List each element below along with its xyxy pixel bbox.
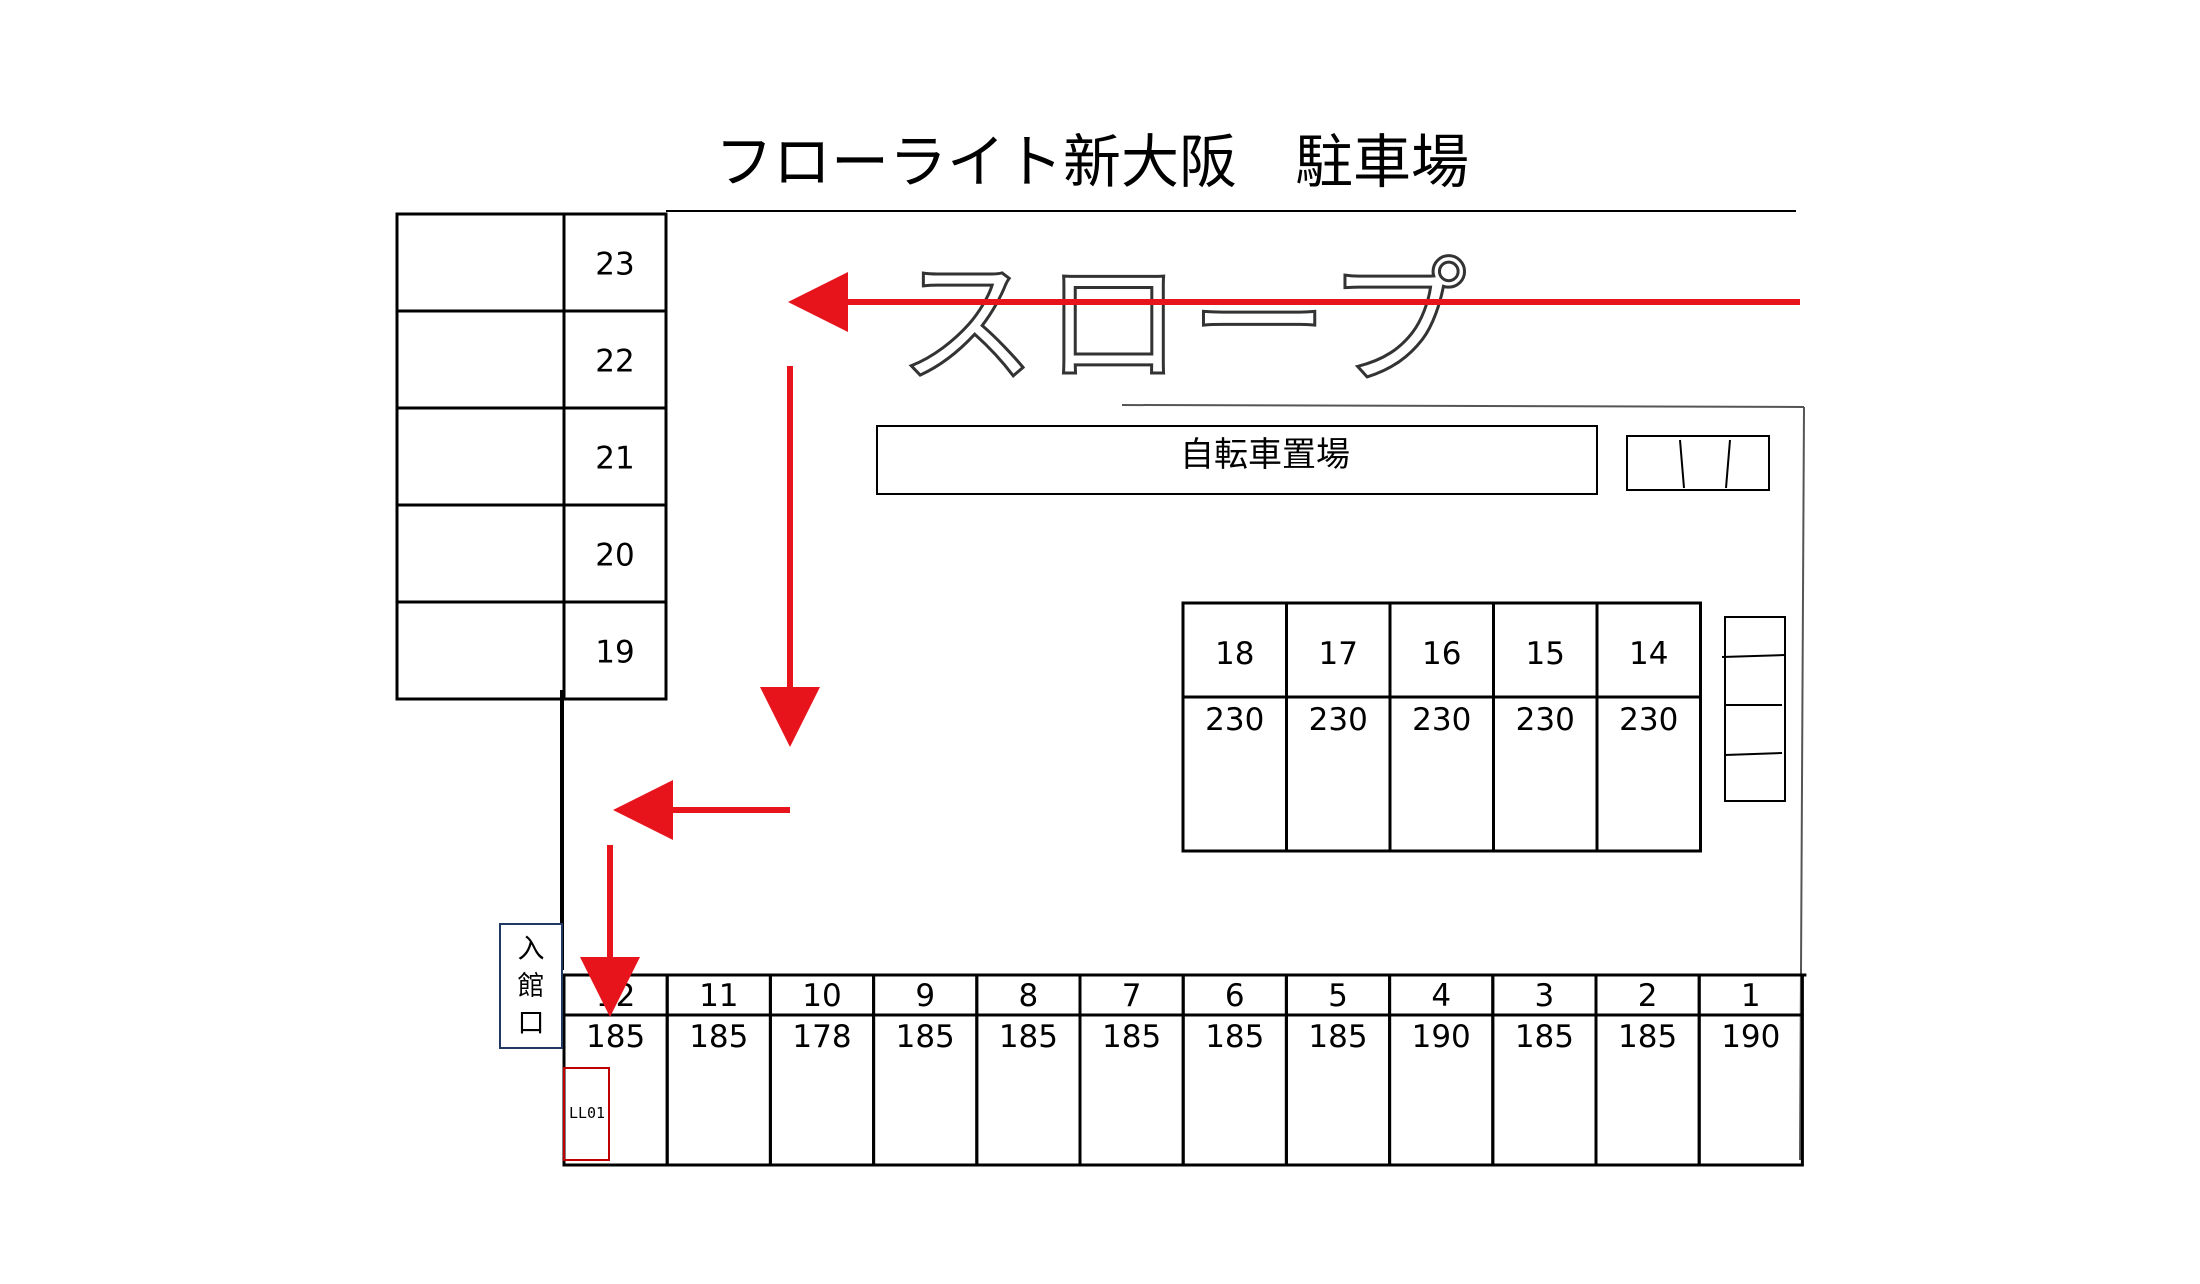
space-number: 6	[1225, 978, 1245, 1014]
space-number: 9	[915, 978, 935, 1014]
entrance-label-3: 口	[518, 1008, 545, 1039]
space-number: 15	[1526, 636, 1565, 672]
space-number: 8	[1019, 978, 1039, 1014]
space-number: 3	[1535, 978, 1555, 1014]
space-number: 18	[1215, 636, 1254, 672]
space-height: 230	[1619, 702, 1678, 738]
reserved-space-marker	[563, 1067, 610, 1161]
left-space-19	[562, 600, 668, 701]
space-number: 5	[1328, 978, 1348, 1014]
space-number: 16	[1422, 636, 1461, 672]
space-height: 230	[1309, 702, 1368, 738]
space-height: 185	[1102, 1019, 1161, 1055]
space-height: 185	[1205, 1019, 1264, 1055]
space-number: 20	[595, 538, 634, 574]
small-equipment-box	[1626, 435, 1770, 491]
left-space-blank	[395, 212, 566, 313]
space-number: 23	[595, 247, 634, 283]
left-space-blank	[395, 406, 566, 507]
entrance-box	[499, 923, 563, 1049]
space-number: 17	[1319, 636, 1358, 672]
space-number: 1	[1741, 978, 1761, 1014]
mid-space-14	[1595, 601, 1702, 853]
bottom-space-1	[1697, 973, 1804, 1167]
space-height: 185	[1618, 1019, 1677, 1055]
space-number: 2	[1638, 978, 1658, 1014]
left-parking-column: 23 22 21 20 19	[395, 212, 668, 701]
entrance-label-1: 入	[518, 934, 545, 965]
middle-parking-block: 18 230 17 230 16 230 15 230 14 230	[1181, 601, 1702, 853]
left-space-blank	[395, 309, 566, 410]
space-height: 178	[792, 1019, 851, 1055]
space-number: 19	[595, 635, 634, 671]
reserved-space-label: LL01	[569, 1104, 605, 1122]
space-height: 185	[1308, 1019, 1367, 1055]
space-number: 22	[595, 344, 634, 380]
space-number: 4	[1431, 978, 1451, 1014]
route-arrows	[580, 272, 1800, 1017]
space-number: 12	[596, 978, 635, 1014]
side-equipment-box	[1721, 616, 1786, 802]
left-space-blank	[395, 600, 566, 701]
left-space-blank	[395, 503, 566, 604]
bike-parking-area	[876, 425, 1598, 495]
space-height: 230	[1516, 702, 1575, 738]
space-number: 11	[699, 978, 738, 1014]
entrance-label-2: 館	[518, 971, 545, 1002]
space-number: 21	[595, 441, 634, 477]
bike-parking-label: 自転車置場	[1180, 435, 1350, 475]
space-number: 10	[802, 978, 841, 1014]
space-height: 185	[689, 1019, 748, 1055]
space-height: 185	[896, 1019, 955, 1055]
space-height: 185	[999, 1019, 1058, 1055]
space-number: 7	[1122, 978, 1142, 1014]
space-height: 230	[1412, 702, 1471, 738]
space-height: 190	[1412, 1019, 1471, 1055]
space-height: 190	[1721, 1019, 1780, 1055]
space-number: 14	[1629, 636, 1668, 672]
page-title: フローライト新大阪 駐車場	[715, 128, 1469, 196]
space-height: 185	[586, 1019, 645, 1055]
slope-label: スロープ	[897, 243, 1473, 406]
bottom-parking-row: 1218511185101789185818571856185518541903…	[562, 973, 1807, 1167]
space-height: 230	[1205, 702, 1264, 738]
space-height: 185	[1515, 1019, 1574, 1055]
